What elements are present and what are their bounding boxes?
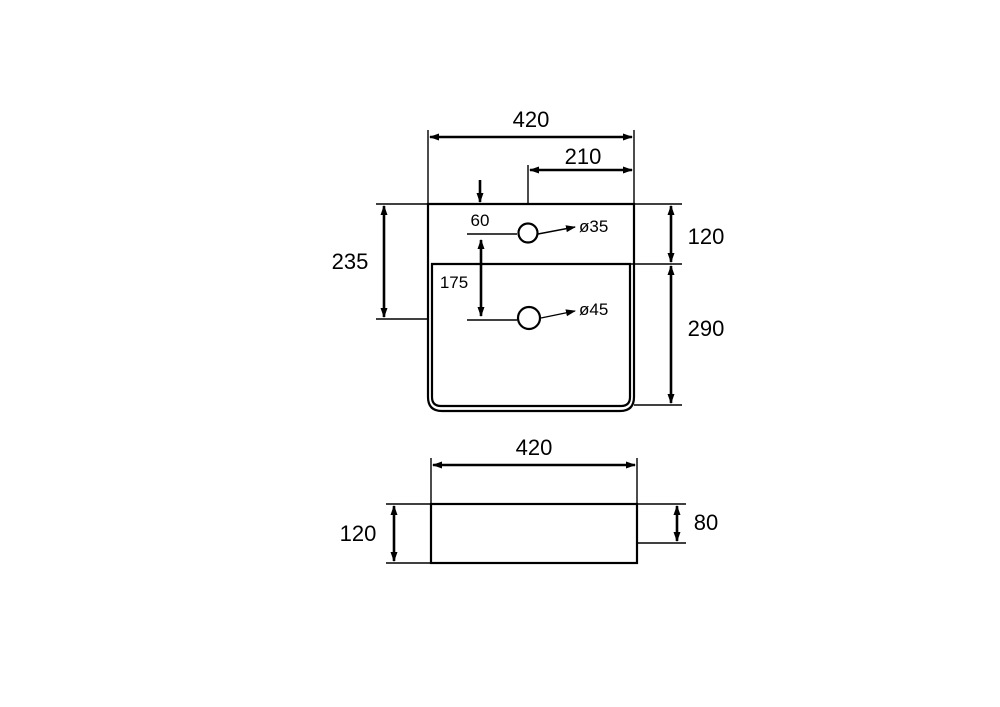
drain-hole-label: ø45 <box>579 300 608 319</box>
basin-bowl-outline <box>430 262 632 408</box>
side-width-label: 420 <box>516 435 553 460</box>
basin-outer-outline <box>426 202 636 413</box>
tap-hole-leader <box>537 225 576 235</box>
drain-hole-leader <box>540 309 576 319</box>
depth-label: 235 <box>332 249 369 274</box>
tap-hole-label: ø35 <box>579 217 608 236</box>
half-width-label: 210 <box>565 144 602 169</box>
top-view: 420 210 235 120 290 60 175 ø35 ø45 <box>332 107 725 413</box>
side-view: 420 120 80 <box>340 435 718 565</box>
side-height-label: 120 <box>340 521 377 546</box>
drain-offset-label: 175 <box>440 273 468 292</box>
deck-label: 120 <box>688 224 725 249</box>
side-body <box>429 502 639 565</box>
tap-offset-label: 60 <box>471 211 490 230</box>
basin-label: 290 <box>688 316 725 341</box>
tap-hole <box>517 222 539 244</box>
side-label: 80 <box>694 510 718 535</box>
width-label: 420 <box>513 107 550 132</box>
drain-hole <box>516 305 542 331</box>
